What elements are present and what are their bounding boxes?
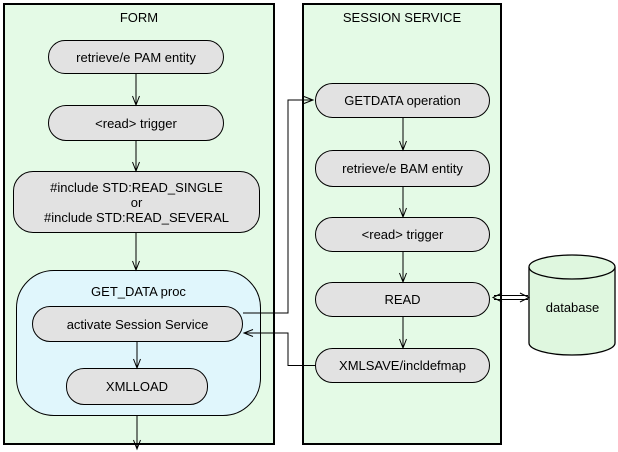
database-label: database bbox=[545, 300, 600, 315]
include-line-1: #include STD:READ_SINGLE bbox=[50, 179, 223, 195]
node-form-read-trigger: <read> trigger bbox=[48, 105, 224, 141]
include-line-3: #include STD:READ_SEVERAL bbox=[44, 209, 229, 225]
include-line-2: or bbox=[130, 194, 143, 210]
get-data-proc-title: GET_DATA proc bbox=[91, 284, 186, 299]
node-session-read-trigger: <read> trigger bbox=[315, 217, 490, 252]
node-xmlload: XMLLOAD bbox=[66, 368, 208, 405]
node-retrieve-bam: retrieve/e BAM entity bbox=[315, 150, 490, 187]
form-panel-title: FORM bbox=[119, 10, 159, 25]
node-activate-session-service: activate Session Service bbox=[32, 306, 243, 342]
session-service-panel-title: SESSION SERVICE bbox=[342, 10, 462, 25]
node-getdata-operation: GETDATA operation bbox=[315, 83, 490, 118]
node-retrieve-pam: retrieve/e PAM entity bbox=[48, 40, 224, 74]
node-include-std-read: #include STD:READ_SINGLE or #include STD… bbox=[13, 171, 260, 233]
